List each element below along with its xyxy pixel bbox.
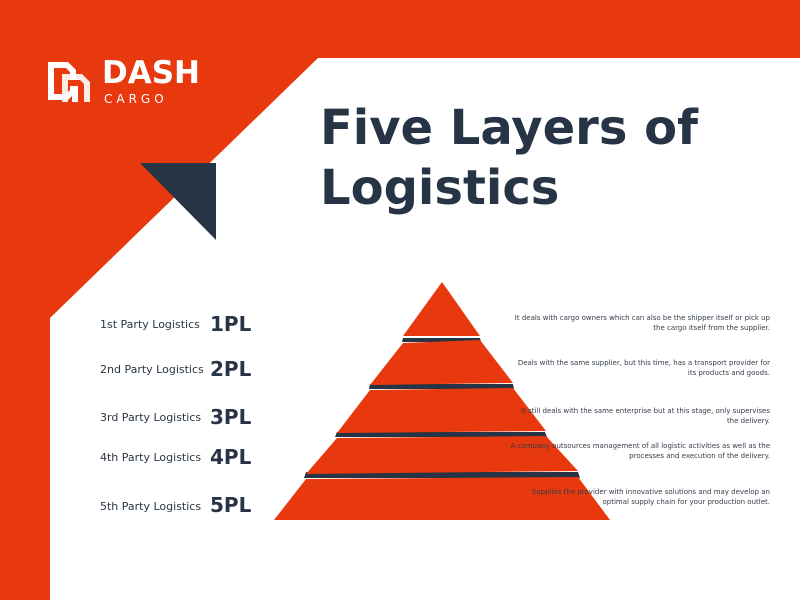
page-title: Five Layers of Logistics: [320, 98, 780, 218]
pyramid-separator-2: [369, 384, 514, 389]
layer-4-code: 4PL: [210, 445, 252, 469]
pyramid-layer-4: [306, 436, 578, 474]
layer-2-description: Deals with the same supplier, but this t…: [517, 359, 770, 377]
pyramid-layer-5: [274, 477, 610, 520]
layer-2-label: 2nd Party Logistics: [100, 363, 204, 376]
brand-subtitle: CARGO: [104, 92, 168, 106]
page-title-line-2: Logistics: [320, 160, 560, 216]
pyramid-separator-3: [335, 432, 547, 437]
layer-3-description: It still deals with the same enterprise …: [521, 407, 770, 425]
layer-4-description: A company outsources management of all l…: [510, 442, 770, 460]
layer-5-label: 5th Party Logistics: [100, 500, 202, 513]
page-title-line-1: Five Layers of: [320, 100, 698, 156]
layer-1-code: 1PL: [210, 312, 252, 336]
dash-cargo-logo-icon: [48, 62, 90, 102]
layer-1-description: It deals with cargo owners which can als…: [514, 314, 770, 332]
pyramid-layer-2: [370, 340, 513, 385]
layer-3-code: 3PL: [210, 405, 252, 429]
layer-3-label: 3rd Party Logistics: [100, 411, 202, 424]
brand-name: DASH: [102, 55, 200, 91]
corner-triangle-decoration: [140, 163, 216, 240]
layer-5-description: Supplies the provider with innovative so…: [531, 488, 770, 506]
layer-4-label: 4th Party Logistics: [100, 451, 202, 464]
pyramid-layer-1: [403, 282, 480, 336]
layer-2-code: 2PL: [210, 357, 252, 381]
pyramid-separator-4: [304, 472, 580, 478]
layer-5-code: 5PL: [210, 493, 252, 517]
layer-1-label: 1st Party Logistics: [100, 318, 200, 331]
pyramid-layer-3: [337, 388, 546, 433]
